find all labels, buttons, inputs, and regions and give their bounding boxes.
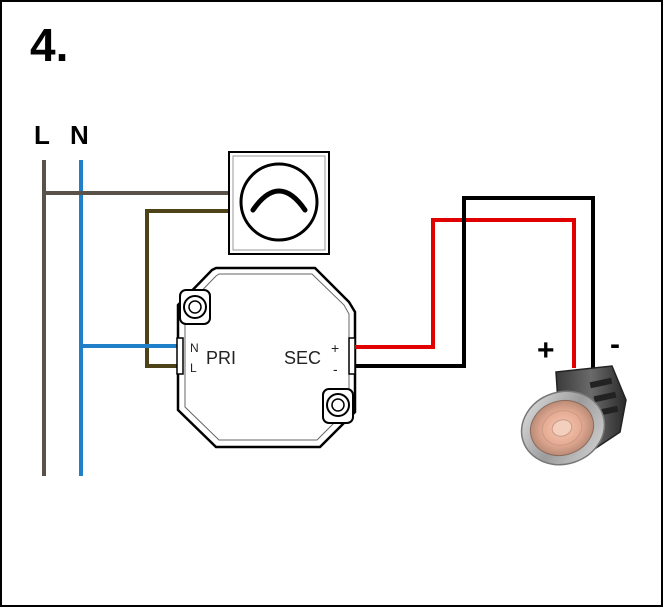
screw-bottom-right — [322, 388, 354, 424]
secondary-minus-label: - — [333, 361, 338, 377]
dimmer-arc-icon — [250, 188, 308, 213]
secondary-label: SEC — [284, 348, 321, 368]
primary-label: PRI — [206, 348, 236, 368]
negative-output-wire — [355, 196, 595, 368]
secondary-plus-label: + — [331, 340, 339, 356]
switched-live-wire — [145, 209, 230, 368]
primary-l-label: L — [190, 361, 197, 375]
primary-n-label: N — [190, 341, 199, 355]
led-downlight — [520, 365, 627, 466]
step-number: 4. — [30, 19, 69, 71]
neutral-label: N — [70, 120, 89, 150]
dimmer-knob — [239, 162, 319, 242]
lamp-plus-label: + — [537, 334, 555, 367]
led-driver: N L PRI SEC + - — [176, 266, 357, 449]
primary-terminal — [176, 337, 184, 375]
positive-output-wire — [355, 218, 576, 368]
secondary-terminal — [348, 337, 356, 375]
screw-top-left — [179, 289, 211, 325]
live-label: L — [34, 120, 50, 150]
dimmer-switch — [228, 151, 330, 255]
lamp-minus-label: - — [610, 328, 620, 361]
